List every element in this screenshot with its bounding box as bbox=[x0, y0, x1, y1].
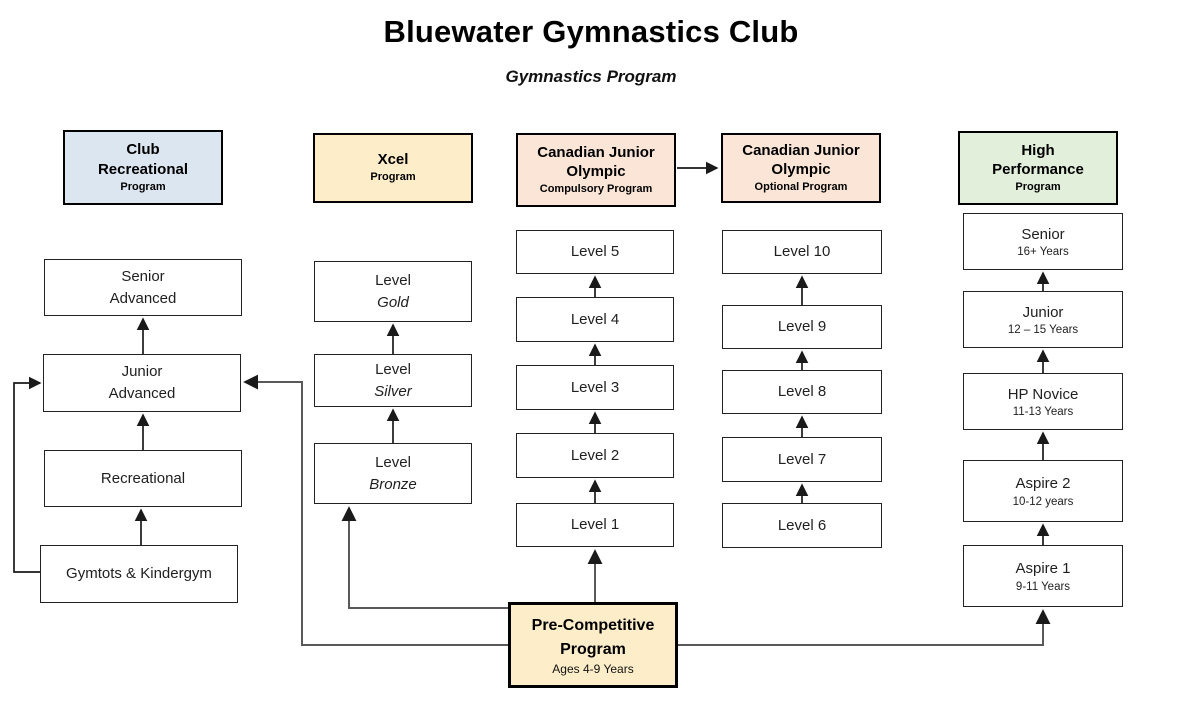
header-label: Performance bbox=[992, 161, 1084, 179]
node-label: Level 5 bbox=[570, 243, 620, 261]
node-label: HP Novice bbox=[1007, 385, 1079, 403]
node-level-3: Level 3 bbox=[516, 365, 674, 410]
node-gymtots-kindergym: Gymtots & Kindergym bbox=[40, 545, 238, 603]
page-title: Bluewater Gymnastics Club bbox=[383, 14, 799, 49]
node-label: Senior bbox=[1021, 225, 1065, 243]
node-label: Senior bbox=[121, 267, 165, 285]
node-hp-junior: Junior 12 – 15 Years bbox=[963, 291, 1123, 348]
node-age-range: 12 – 15 Years bbox=[1007, 324, 1079, 337]
node-label: Level 1 bbox=[570, 516, 620, 534]
node-pre-competitive: Pre-Competitive Program Ages 4-9 Years bbox=[508, 602, 678, 688]
node-level-4: Level 4 bbox=[516, 297, 674, 342]
node-label: Pre-Competitive bbox=[531, 617, 655, 635]
node-age-range: Ages 4-9 Years bbox=[552, 661, 634, 676]
node-age-range: 11-13 Years bbox=[1012, 406, 1074, 419]
node-label: Level 3 bbox=[570, 378, 620, 396]
node-variant-label: Silver bbox=[374, 382, 412, 400]
node-age-range: 9-11 Years bbox=[1015, 580, 1071, 593]
node-level-6: Level 6 bbox=[722, 503, 882, 548]
header-sublabel: Optional Program bbox=[754, 181, 848, 194]
header-high-performance: High Performance Program bbox=[958, 131, 1118, 205]
header-label: Canadian Junior bbox=[742, 141, 860, 159]
node-aspire-1: Aspire 1 9-11 Years bbox=[963, 545, 1123, 607]
node-hp-novice: HP Novice 11-13 Years bbox=[963, 373, 1123, 430]
node-label: Junior bbox=[1022, 303, 1064, 321]
header-label: Recreational bbox=[97, 160, 189, 178]
node-level-5: Level 5 bbox=[516, 230, 674, 274]
node-aspire-2: Aspire 2 10-12 years bbox=[963, 460, 1123, 522]
node-level-1: Level 1 bbox=[516, 503, 674, 547]
node-label: Level 2 bbox=[570, 446, 620, 464]
node-label: Aspire 1 bbox=[1015, 560, 1071, 578]
header-sublabel: Program bbox=[370, 171, 416, 184]
node-xcel-bronze: Level Bronze bbox=[314, 443, 472, 504]
node-label: Level bbox=[375, 360, 411, 378]
node-label: Program bbox=[560, 640, 626, 658]
header-cjo-compulsory: Canadian Junior Olympic Compulsory Progr… bbox=[516, 133, 676, 207]
node-label: Level bbox=[375, 271, 411, 289]
node-level-10: Level 10 bbox=[722, 230, 882, 274]
node-label: Level 10 bbox=[773, 243, 831, 261]
header-label: Club bbox=[126, 141, 160, 158]
node-xcel-gold: Level Gold bbox=[314, 261, 472, 322]
header-label: Xcel bbox=[377, 151, 409, 169]
node-hp-senior: Senior 16+ Years bbox=[963, 213, 1123, 270]
node-level-2: Level 2 bbox=[516, 433, 674, 478]
node-label: Junior bbox=[121, 363, 163, 381]
header-sublabel: Compulsory Program bbox=[539, 183, 653, 196]
node-level-7: Level 7 bbox=[722, 437, 882, 482]
arrow-precomp-to-aspire1 bbox=[678, 609, 1051, 646]
node-label: Level 6 bbox=[777, 516, 827, 534]
header-label: High bbox=[1021, 141, 1055, 159]
arrow-precomp-to-bronze bbox=[341, 506, 508, 609]
node-label: Aspire 2 bbox=[1015, 475, 1071, 493]
node-recreational: Recreational bbox=[44, 450, 242, 507]
node-label: Level 8 bbox=[777, 383, 827, 401]
header-label: Olympic bbox=[771, 161, 831, 179]
node-variant-label: Bronze bbox=[369, 475, 417, 493]
node-level-8: Level 8 bbox=[722, 370, 882, 414]
header-xcel: Xcel Program bbox=[313, 133, 473, 203]
node-senior-advanced: Senior Advanced bbox=[44, 259, 242, 316]
header-label: Olympic bbox=[566, 163, 626, 181]
node-level-9: Level 9 bbox=[722, 305, 882, 349]
node-label: Gymtots & Kindergym bbox=[66, 565, 212, 583]
node-label: Level 7 bbox=[777, 450, 827, 468]
node-label: Recreational bbox=[100, 469, 186, 487]
header-cjo-optional: Canadian Junior Olympic Optional Program bbox=[721, 133, 881, 203]
header-club-recreational: Club Recreational Program bbox=[63, 130, 223, 205]
node-xcel-silver: Level Silver bbox=[314, 354, 472, 407]
node-label: Level bbox=[375, 453, 411, 471]
header-sublabel: Program bbox=[1015, 181, 1061, 194]
header-sublabel: Program bbox=[120, 180, 166, 193]
node-junior-advanced: Junior Advanced bbox=[43, 354, 241, 412]
node-label: Advanced bbox=[109, 289, 177, 307]
arrow-precomp-to-junior-advanced bbox=[243, 374, 508, 646]
node-age-range: 16+ Years bbox=[1017, 246, 1069, 259]
node-label: Level 9 bbox=[777, 318, 827, 336]
node-variant-label: Gold bbox=[377, 293, 409, 311]
node-age-range: 10-12 years bbox=[1012, 495, 1074, 508]
node-label: Advanced bbox=[108, 385, 176, 402]
node-label: Level 4 bbox=[570, 310, 620, 328]
arrow-gymtots-to-junior-advanced bbox=[13, 376, 42, 573]
header-label: Canadian Junior bbox=[537, 143, 655, 161]
page-subtitle: Gymnastics Program bbox=[505, 67, 677, 86]
